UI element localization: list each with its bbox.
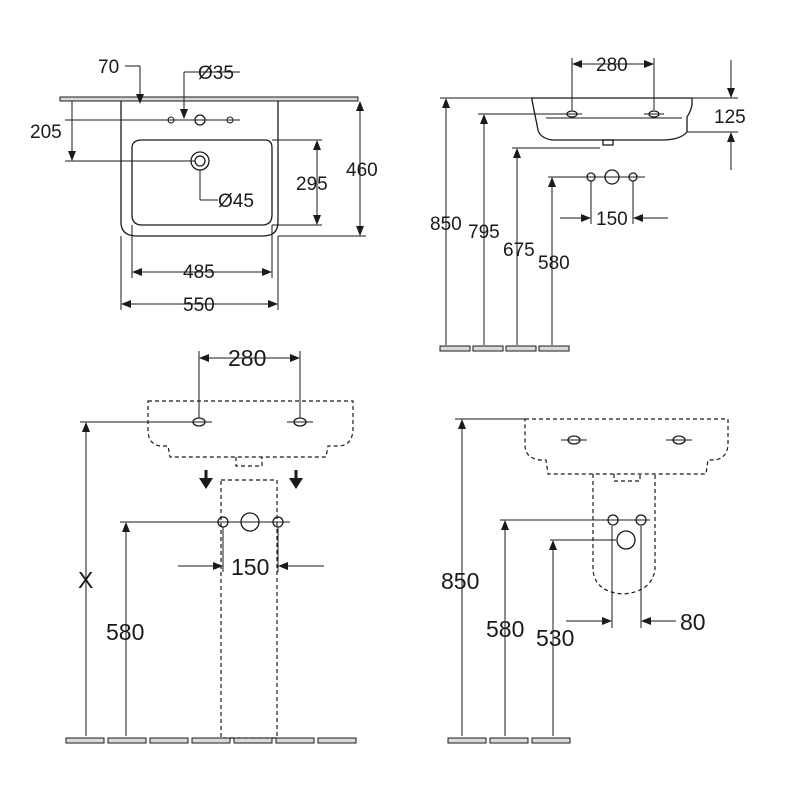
dim-tap-hole: Ø35 <box>198 63 234 84</box>
front-basin-outline <box>531 97 693 141</box>
dim-tap-offset: 205 <box>30 122 62 143</box>
dim-drain: Ø45 <box>218 191 254 212</box>
dim-height-rim-semi: 850 <box>441 568 479 594</box>
basin-bowl <box>131 139 273 226</box>
front-tap-holes <box>562 110 664 118</box>
semi-basin-outline <box>524 418 729 475</box>
dim-edge-offset: 70 <box>98 57 119 78</box>
dim-depth: 460 <box>346 160 378 181</box>
top-view: 70 Ø35 205 Ø45 295 460 485 550 <box>30 57 378 316</box>
dim-tap-spacing: 280 <box>596 55 628 76</box>
semi-pedestal-column <box>592 474 656 595</box>
dim-width: 550 <box>183 295 215 316</box>
pedestal-supply-pipes <box>120 512 290 532</box>
semi-tap-holes <box>561 435 692 445</box>
pedestal-column <box>220 479 278 739</box>
semi-supply-pipes <box>500 514 650 550</box>
dim-drain-offset: 80 <box>680 609 706 635</box>
dim-inner-depth: 295 <box>296 174 328 195</box>
dim-height-taps: 795 <box>468 222 500 243</box>
dim-height-variable: X <box>78 567 93 593</box>
pedestal-install-arrows <box>199 470 303 489</box>
pedestal-view: 280 150 X 580 <box>65 345 357 744</box>
semi-floor <box>447 737 571 744</box>
dim-inner-width: 485 <box>183 262 215 283</box>
dim-pipe-spacing-pedestal: 150 <box>231 554 269 580</box>
dim-height-rim: 850 <box>430 214 462 235</box>
pedestal-floor <box>65 737 357 744</box>
dim-height-pipes-semi: 580 <box>486 616 524 642</box>
front-view: 280 125 150 850 795 675 580 <box>430 55 746 352</box>
pedestal-tap-holes <box>186 417 313 427</box>
dim-height-pipes: 580 <box>538 253 570 274</box>
semi-pedestal-view: 850 580 530 80 <box>441 418 729 744</box>
pedestal-basin-outline <box>147 400 354 458</box>
wall-line <box>59 96 359 102</box>
dim-height-underside: 675 <box>503 240 535 261</box>
dim-pipe-spacing: 150 <box>596 209 628 230</box>
tap-holes <box>162 114 240 126</box>
dim-rim-height: 125 <box>714 107 746 128</box>
dim-height-pipes-pedestal: 580 <box>106 619 144 645</box>
dim-height-drain-semi: 530 <box>536 625 574 651</box>
dim-tap-spacing-pedestal: 280 <box>228 345 266 371</box>
basin-outline <box>120 101 279 237</box>
front-floor <box>439 345 570 352</box>
